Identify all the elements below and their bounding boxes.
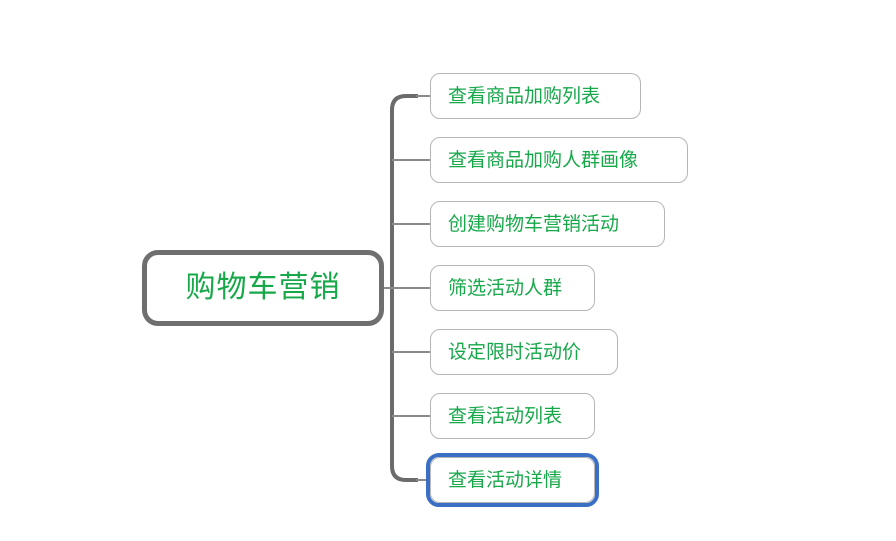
child-node-5[interactable]: 设定限时活动价 [430,329,618,375]
child-node-label: 创建购物车营销活动 [448,212,620,235]
child-node-label: 筛选活动人群 [448,276,563,299]
root-node[interactable]: 购物车营销 [142,250,384,326]
child-node-label: 查看商品加购人群画像 [448,148,639,171]
child-node-6[interactable]: 查看活动列表 [430,393,595,439]
child-node-label: 查看活动详情 [448,468,563,491]
child-node-4[interactable]: 筛选活动人群 [430,265,595,311]
child-node-3[interactable]: 创建购物车营销活动 [430,201,665,247]
child-node-7[interactable]: 查看活动详情 [430,457,595,503]
child-node-label: 设定限时活动价 [448,340,582,363]
child-node-2[interactable]: 查看商品加购人群画像 [430,137,688,183]
child-node-label: 查看活动列表 [448,404,563,427]
child-node-1[interactable]: 查看商品加购列表 [430,73,641,119]
root-node-label: 购物车营销 [185,270,341,305]
child-node-label: 查看商品加购列表 [448,84,601,107]
